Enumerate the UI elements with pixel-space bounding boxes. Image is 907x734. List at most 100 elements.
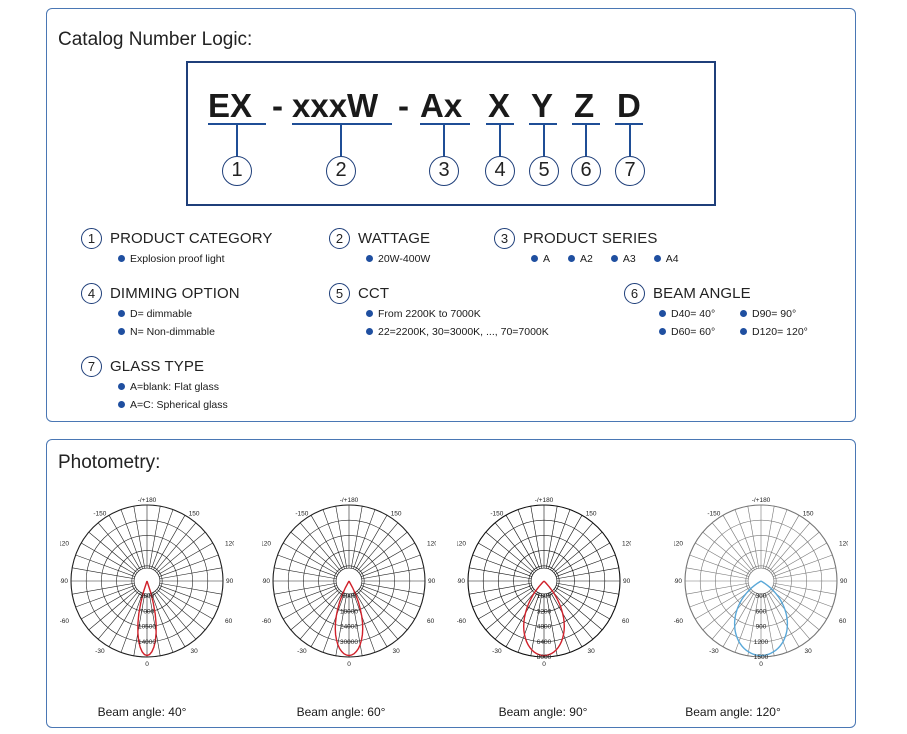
radial-label: 900	[756, 624, 767, 631]
angle-label: -/+180	[535, 497, 554, 504]
legend-item: A=blank: Flat glass	[118, 380, 228, 398]
grid-spoke	[151, 509, 174, 569]
legend-product-series: 3 PRODUCT SERIES A A2 A3 A4	[494, 228, 697, 270]
angle-label: 60	[427, 618, 435, 625]
segment-wattage: xxxW	[292, 87, 379, 124]
legend-item: A4	[653, 252, 679, 270]
grid-spoke	[767, 515, 800, 570]
legend-item: 22=2200K, 30=3000K, ..., 70=7000K	[366, 325, 549, 343]
radial-label: 18000	[340, 608, 358, 615]
grid-spoke	[734, 509, 757, 569]
grid-spoke	[689, 554, 749, 577]
legend-glass-type: 7 GLASS TYPE A=blank: Flat glass A=C: Sp…	[81, 356, 228, 416]
grid-spoke	[274, 582, 337, 595]
grid-spoke	[159, 582, 222, 595]
legend-item: D120= 120°	[740, 325, 830, 343]
grid-spoke	[773, 585, 833, 608]
grid-spoke	[88, 589, 138, 631]
legend-number: 1	[81, 228, 102, 249]
bullet-dot	[118, 310, 125, 317]
grid-spoke	[530, 506, 543, 569]
bullet-dot	[659, 328, 666, 335]
angle-label: 150	[803, 511, 814, 518]
radial-label: 10500	[138, 624, 156, 631]
grid-spoke	[361, 585, 421, 608]
grid-spoke	[548, 593, 571, 653]
grid-spoke	[517, 593, 540, 653]
grid-spoke	[773, 567, 836, 580]
legend-item: A=C: Spherical glass	[118, 398, 228, 416]
angle-label: 0	[347, 661, 351, 668]
grid-spoke	[75, 554, 135, 577]
polar-chart-120: -/+180-150150-120120-9090-6060-303003006…	[674, 488, 848, 678]
grid-spoke	[702, 531, 752, 573]
photometry-panel: Photometry:	[46, 439, 856, 728]
grid-spoke	[555, 587, 610, 620]
legend-title: PRODUCT CATEGORY	[110, 230, 273, 247]
bullet-dot	[659, 310, 666, 317]
angle-label: 0	[145, 661, 149, 668]
angle-label: 60	[225, 618, 233, 625]
grid-spoke	[555, 542, 610, 575]
angle-label: 30	[805, 648, 813, 655]
grid-spoke	[773, 582, 836, 595]
grid-spoke	[556, 585, 616, 608]
legend-item: D60= 60°	[659, 325, 740, 343]
grid-spoke	[153, 515, 186, 570]
grid-spoke	[277, 554, 337, 577]
grid-spoke	[88, 531, 138, 573]
polar-grid: -/+180-150150-120120-9090-6060-303003006…	[674, 497, 848, 668]
legend-item: Explosion proof light	[118, 252, 272, 270]
grid-spoke	[108, 515, 141, 570]
grid-spoke	[472, 554, 532, 577]
beam-caption: Beam angle: 90°	[498, 705, 588, 719]
angle-label: 150	[189, 511, 200, 518]
grid-spoke	[299, 590, 341, 640]
grid-spoke	[310, 515, 343, 570]
angle-label: -150	[295, 511, 308, 518]
catalog-number-box: EX - xxxW - Ax X Y Z D 1 2 3 4 5 6 7	[186, 61, 716, 206]
segment-dimming: X	[488, 87, 511, 124]
grid-spoke	[517, 509, 540, 569]
angle-label: 30	[588, 648, 596, 655]
grid-spoke	[97, 522, 139, 572]
angle-label: -150	[490, 511, 503, 518]
legend-item: D40= 40°	[659, 307, 740, 325]
grid-spoke	[770, 589, 820, 631]
angle-label: -60	[60, 618, 69, 625]
bullet-dot	[118, 383, 125, 390]
grid-spoke	[81, 587, 136, 620]
grid-spoke	[722, 592, 755, 647]
grid-spoke	[283, 542, 338, 575]
legend-number: 4	[81, 283, 102, 304]
segment-series: Ax	[420, 87, 463, 124]
grid-spoke	[72, 582, 135, 595]
grid-spoke	[767, 592, 800, 647]
grid-spoke	[81, 542, 136, 575]
segment-ex: EX	[208, 87, 253, 124]
grid-spoke	[151, 593, 174, 653]
radial-label: 14000	[138, 639, 156, 646]
grid-spoke	[556, 582, 619, 595]
grid-spoke	[545, 593, 558, 656]
grid-spoke	[159, 567, 222, 580]
angle-label: -120	[262, 540, 271, 547]
bullet-dot	[568, 255, 576, 262]
grid-spoke	[310, 592, 343, 647]
grid-spoke	[361, 554, 421, 577]
segment-underline	[420, 123, 470, 125]
radial-label: 6000	[342, 593, 357, 600]
polar-grid: -/+180-150150-120120-9090-6060-303003500…	[60, 497, 234, 668]
angle-label: 90	[226, 578, 234, 585]
grid-spoke	[505, 515, 538, 570]
bullet-dot	[531, 255, 538, 262]
segment-cct: Y	[531, 87, 554, 124]
grid-spoke	[545, 506, 558, 569]
legend-title: BEAM ANGLE	[653, 285, 751, 302]
grid-spoke	[120, 509, 143, 569]
radial-label: 24000	[340, 624, 358, 631]
number-badge-4: 4	[485, 156, 515, 186]
angle-label: -30	[492, 648, 502, 655]
number-badge-7: 7	[615, 156, 645, 186]
legend-item: D90= 90°	[740, 307, 830, 325]
